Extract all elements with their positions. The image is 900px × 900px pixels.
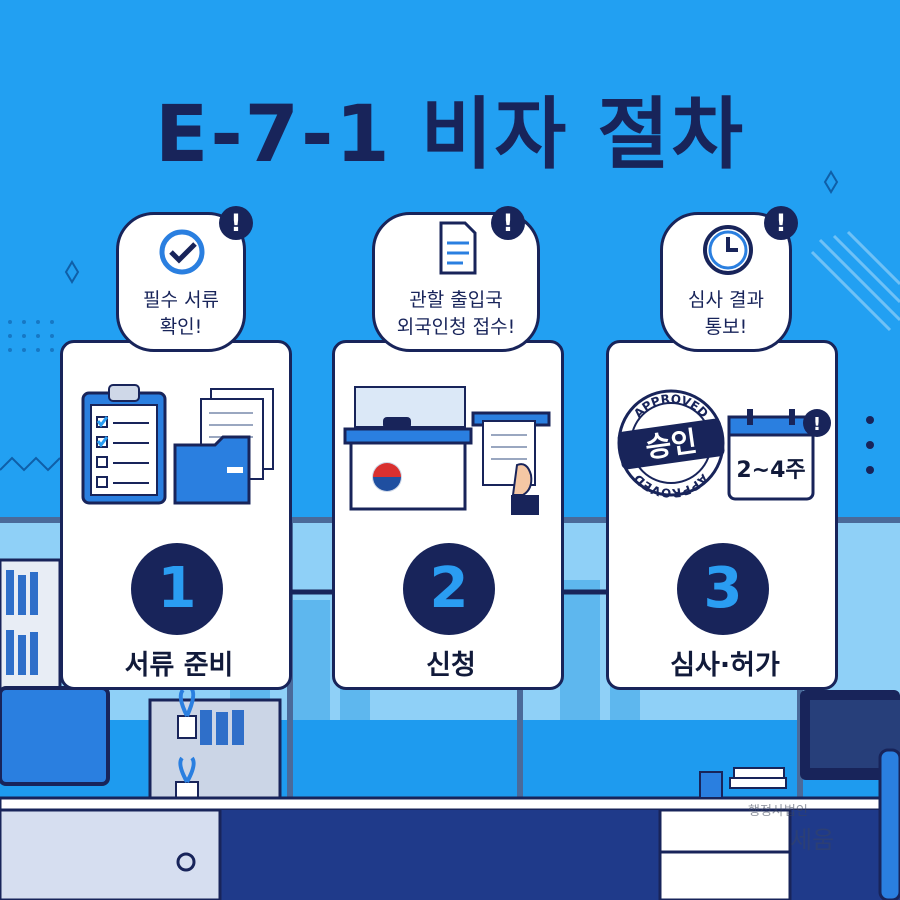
sparkle-icons: [64, 170, 839, 284]
bubble-text-1: 필수 서류 확인!: [143, 289, 219, 338]
svg-text:!: !: [813, 414, 821, 435]
step-number-1: 1: [131, 543, 223, 635]
document-icon: [439, 221, 477, 275]
watermark-line2: 세움: [790, 826, 835, 854]
check-icon: [159, 229, 205, 275]
page-title: E-7-1 비자 절차: [155, 90, 745, 180]
alert-icon: !: [219, 206, 253, 240]
step-label-2: 신청: [426, 650, 476, 681]
step-label-1: 서류 준비: [124, 650, 234, 681]
immigration-counter-illustration: [343, 386, 551, 515]
step-label-3: 심사·허가: [670, 650, 780, 681]
step-number-3: 3: [677, 543, 769, 635]
striped-decoration: [810, 230, 900, 332]
dot-pattern: [8, 320, 54, 352]
step-card-2: 2 신청: [332, 340, 564, 690]
clipboard-checklist-illustration: [81, 384, 274, 505]
svg-text:!: !: [231, 209, 242, 237]
side-dots: [866, 416, 874, 474]
calendar-icon: 2~4주 !: [727, 409, 831, 501]
svg-text:!: !: [503, 209, 514, 237]
bubble-text-3: 심사 결과 통보!: [688, 289, 764, 338]
zigzag-decoration: [0, 456, 61, 472]
approved-stamp-illustration: APPROVED APPROVED 승인 2~4주 !: [617, 389, 831, 501]
svg-text:!: !: [776, 209, 787, 237]
clock-icon: [703, 225, 753, 275]
step-card-1: 1 서류 준비: [60, 340, 292, 690]
alert-icon: !: [491, 206, 525, 240]
step-number-2: 2: [403, 543, 495, 635]
bubble-text-2: 관할 출입국 외국인청 접수!: [396, 289, 516, 338]
watermark-line1: 행정사법인: [748, 804, 808, 819]
svg-text:승인: 승인: [643, 425, 699, 465]
alert-icon: !: [764, 206, 798, 240]
svg-text:2~4주: 2~4주: [736, 458, 805, 483]
step-card-3: APPROVED APPROVED 승인 2~4주 ! 3 심사·허가: [606, 340, 838, 690]
